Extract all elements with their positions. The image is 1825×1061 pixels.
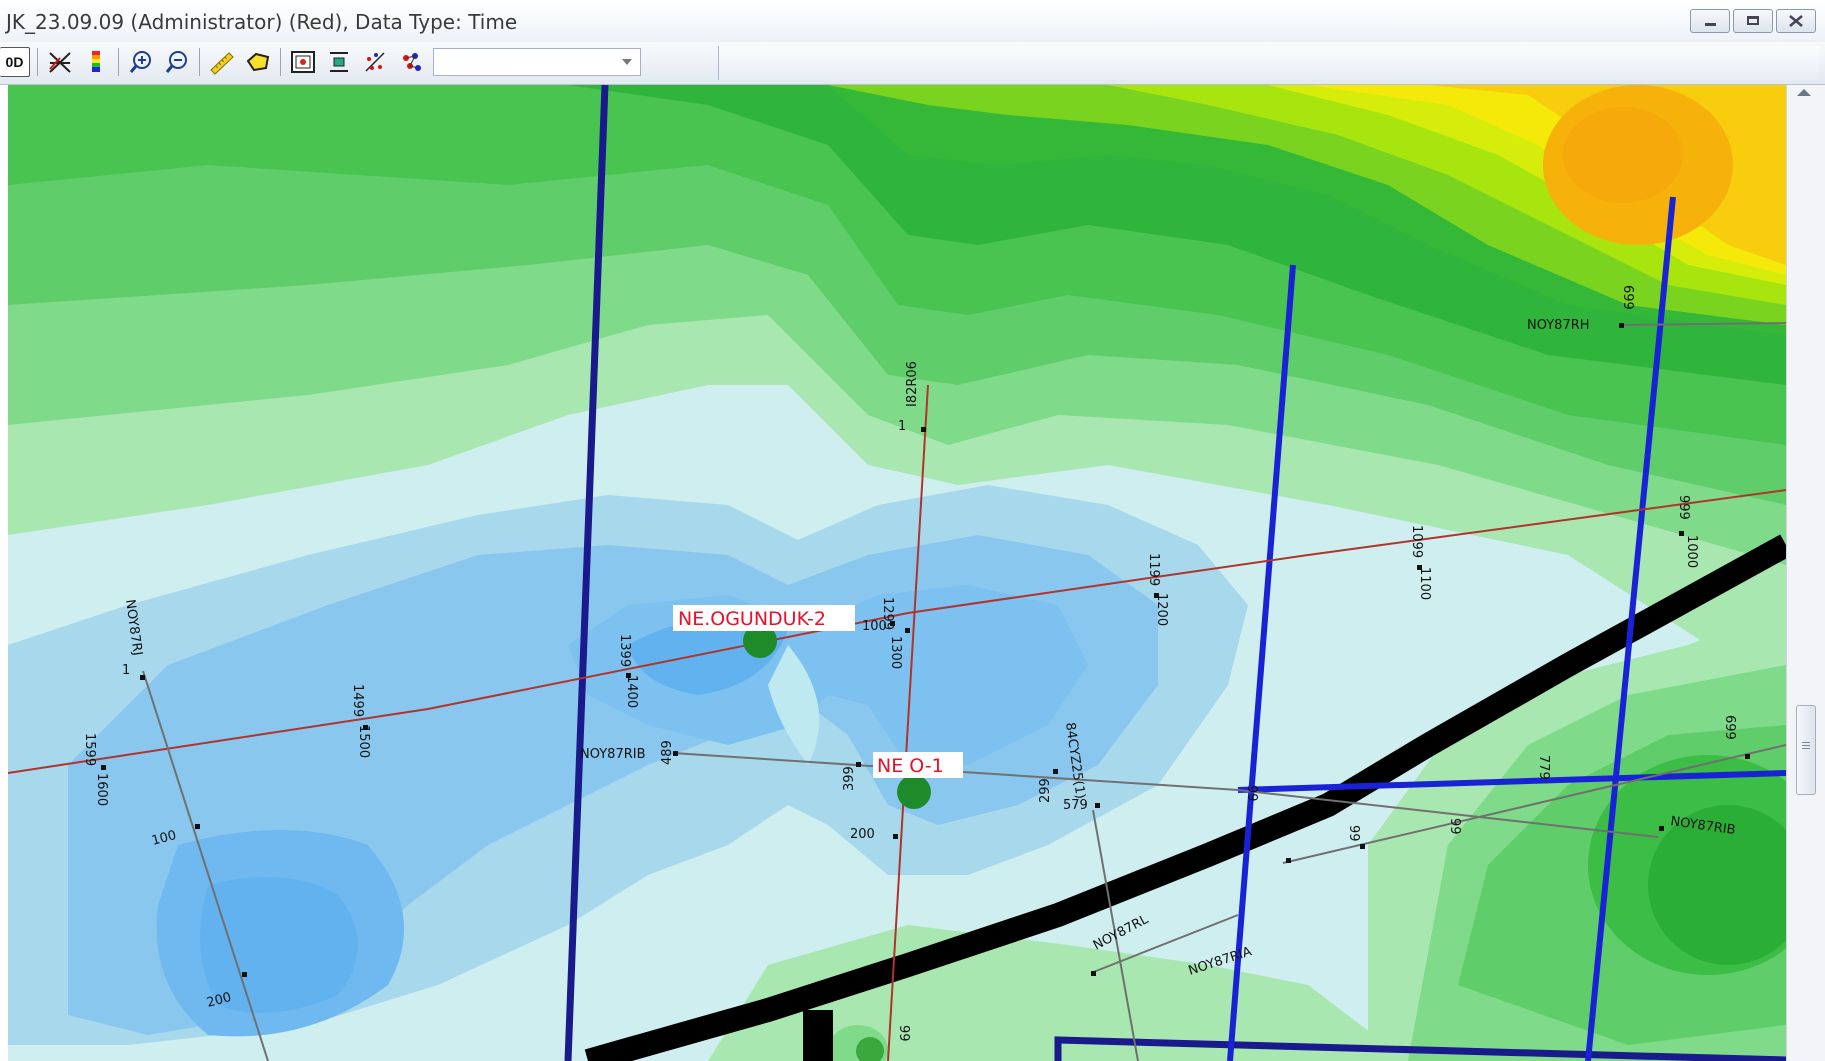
align-center-icon: [330, 52, 348, 72]
svg-text:1299: 1299: [880, 597, 895, 630]
svg-text:1400: 1400: [624, 675, 639, 708]
cluster-icon: [403, 53, 421, 71]
scatter-button[interactable]: [360, 47, 390, 77]
cluster-button[interactable]: [396, 47, 426, 77]
svg-text:1500: 1500: [356, 725, 371, 758]
svg-text:999: 999: [1676, 495, 1691, 520]
ruler-icon: [210, 52, 234, 75]
seismic-lines-navy: [564, 85, 1786, 1061]
svg-text:699: 699: [1620, 285, 1635, 310]
svg-text:NE.OGUNDUK-2: NE.OGUNDUK-2: [678, 608, 826, 630]
map-toolbar: 0D: [0, 42, 1825, 85]
svg-text:1099: 1099: [1409, 525, 1424, 558]
svg-text:1300: 1300: [888, 636, 903, 669]
maximize-button[interactable]: [1733, 9, 1773, 33]
picture-icon: [291, 51, 315, 73]
svg-text:1499: 1499: [350, 684, 365, 717]
toolbar-separator: [37, 48, 38, 76]
zero-d-button[interactable]: 0D: [0, 47, 30, 77]
color-bar-button[interactable]: [81, 47, 111, 77]
contour-fills: [8, 85, 1786, 1061]
svg-text:1599: 1599: [82, 733, 97, 766]
svg-text:NE O-1: NE O-1: [877, 755, 944, 777]
ruler-button[interactable]: [207, 47, 237, 77]
svg-text:99: 99: [1447, 818, 1462, 835]
title-bar: JK_23.09.09 (Administrator) (Red), Data …: [0, 0, 1825, 42]
zoom-out-button[interactable]: [162, 47, 192, 77]
align-button[interactable]: [324, 47, 354, 77]
svg-text:299: 299: [1038, 778, 1053, 803]
seismic-lines-blue: [1227, 196, 1786, 1061]
svg-text:1: 1: [122, 663, 130, 678]
svg-text:I82R06: I82R06: [905, 361, 920, 407]
well-marker-ogunduk-2[interactable]: [743, 624, 777, 658]
vertical-scrollbar[interactable]: [1786, 85, 1825, 1061]
zoom-in-button[interactable]: [126, 47, 156, 77]
svg-text:99: 99: [896, 1025, 911, 1042]
toolbar-separator: [199, 48, 200, 76]
toolbar-separator: [280, 48, 281, 76]
shotpoint-labels: 1599 1600 1499 1500 1399 1400 1299 1300 …: [82, 285, 1737, 1042]
svg-text:1000: 1000: [1684, 535, 1699, 568]
contour-map[interactable]: NE.OGUNDUK-2 NE O-1 NOY87RH NOY87RJ NOY8…: [8, 85, 1786, 1061]
grip-icon: [1802, 742, 1810, 743]
layer-select[interactable]: [433, 48, 641, 76]
polygon-button[interactable]: [243, 47, 273, 77]
well-marker-neo-1[interactable]: [897, 775, 931, 809]
color-scale-icon: [92, 51, 100, 72]
toolbar-separator: [118, 48, 119, 76]
svg-text:1399: 1399: [617, 634, 632, 667]
svg-text:699: 699: [1722, 715, 1737, 740]
scatter-icon: [365, 52, 385, 72]
close-button[interactable]: [1776, 9, 1816, 33]
road-line: [584, 534, 1786, 1061]
window-controls: [1690, 9, 1816, 33]
svg-text:NOY87RIB: NOY87RIB: [580, 747, 646, 762]
svg-text:1600: 1600: [94, 773, 109, 806]
zoom-out-icon: [165, 51, 187, 73]
road-junction: [803, 1010, 833, 1061]
shotpoint-markers: [101, 323, 1750, 977]
svg-text:1200: 1200: [1154, 593, 1169, 626]
scrollbar-thumb[interactable]: [1796, 705, 1816, 795]
well-label-ogunduk-2: NE.OGUNDUK-2: [673, 605, 855, 631]
svg-text:579: 579: [1063, 798, 1088, 813]
svg-text:1: 1: [898, 419, 906, 434]
minimize-button[interactable]: [1690, 9, 1730, 33]
seismic-lines-red: [8, 384, 1786, 1061]
svg-text:99: 99: [1244, 785, 1259, 802]
svg-text:399: 399: [842, 766, 857, 791]
chart-lines-icon: [49, 52, 71, 73]
map-canvas[interactable]: NE.OGUNDUK-2 NE O-1 NOY87RH NOY87RJ NOY8…: [8, 85, 1786, 1061]
graph-toggle-button[interactable]: [45, 47, 75, 77]
image-capture-button[interactable]: [288, 47, 318, 77]
minimize-icon: [1705, 23, 1716, 26]
seismic-lines-grey: [142, 322, 1786, 1061]
svg-text:200: 200: [205, 990, 233, 1011]
svg-text:1100: 1100: [1417, 567, 1432, 600]
chevron-down-icon: [622, 59, 632, 65]
svg-text:100: 100: [862, 619, 887, 634]
window-title: JK_23.09.09 (Administrator) (Red), Data …: [6, 10, 518, 34]
polygon-icon: [246, 52, 270, 72]
svg-text:200: 200: [850, 827, 875, 842]
svg-text:779: 779: [1536, 755, 1551, 780]
close-icon: [1789, 15, 1803, 27]
maximize-icon: [1747, 16, 1759, 25]
scroll-up-icon[interactable]: [1797, 89, 1811, 96]
well-label-neo-1: NE O-1: [873, 752, 963, 778]
toolbar-empty-area: [718, 46, 1819, 80]
svg-text:100: 100: [150, 828, 178, 849]
svg-text:489: 489: [660, 740, 675, 765]
svg-text:99: 99: [1346, 825, 1361, 842]
well-marker-bottom[interactable]: [856, 1037, 884, 1061]
svg-text:1199: 1199: [1146, 553, 1161, 586]
svg-text:NOY87RH: NOY87RH: [1527, 318, 1590, 333]
zoom-in-icon: [129, 51, 151, 73]
